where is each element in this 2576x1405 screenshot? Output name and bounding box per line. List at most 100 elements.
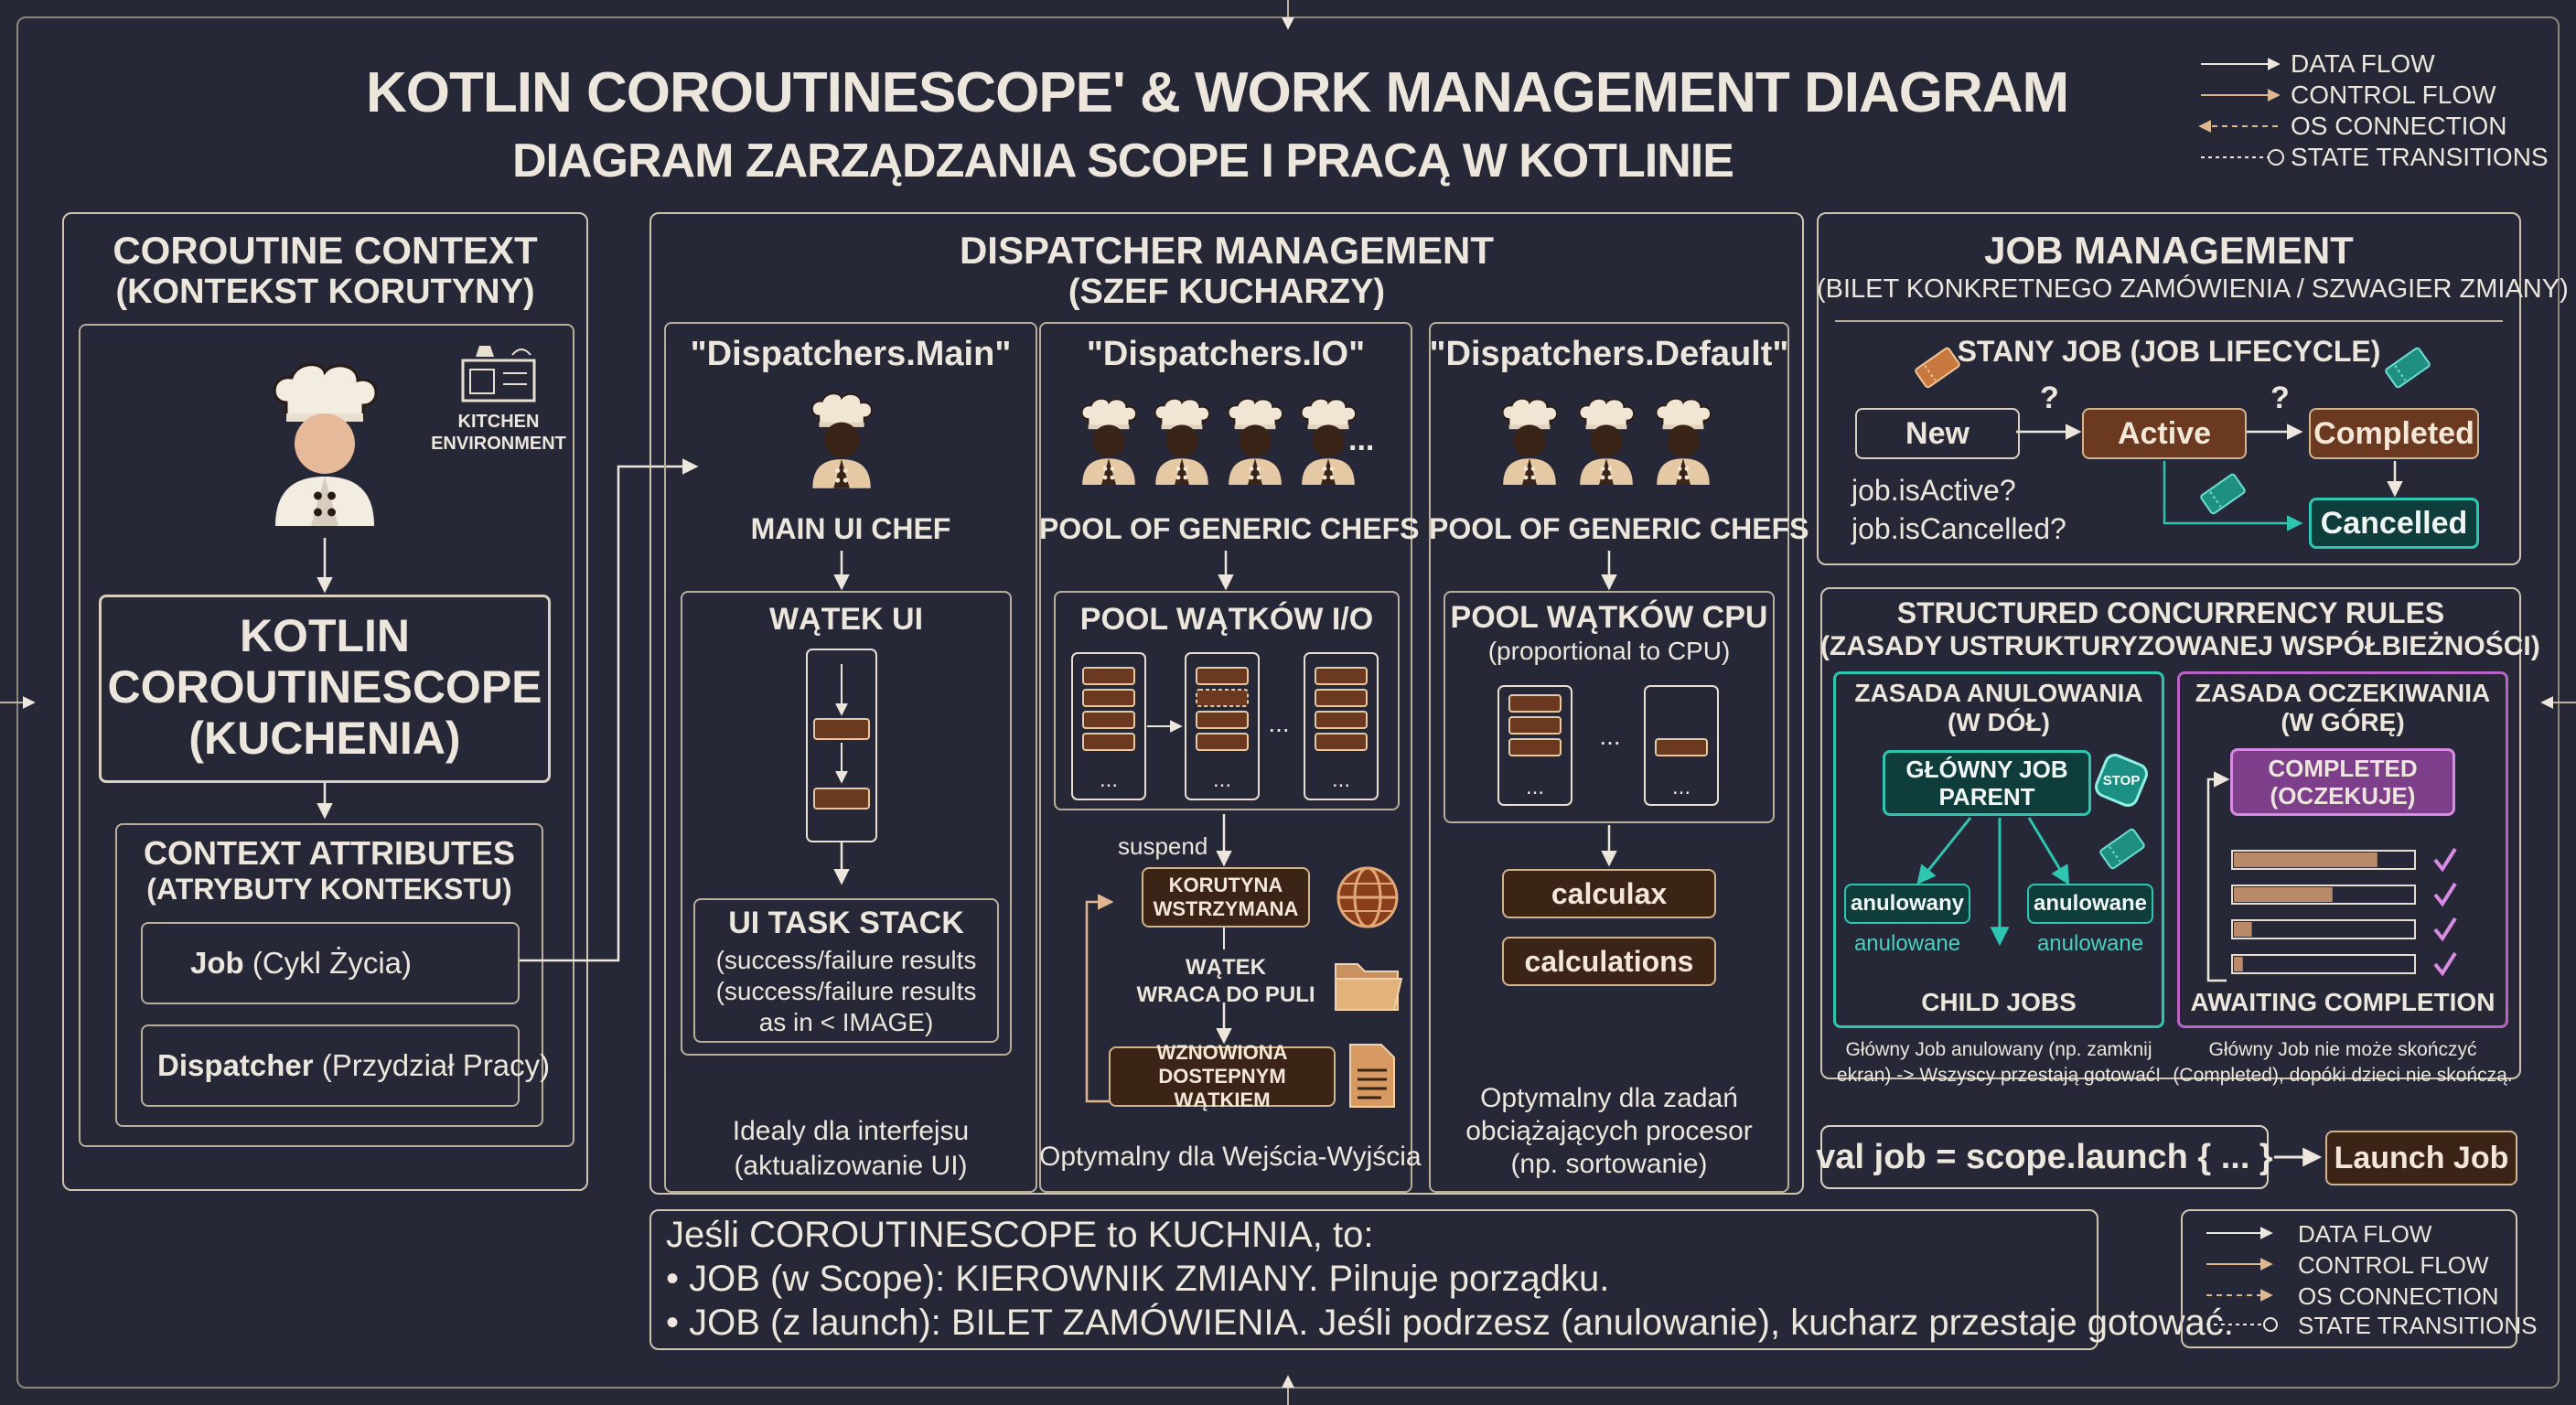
progress-track <box>2231 885 2416 905</box>
job-attribute-rest: (Cykl Życia) <box>243 946 412 980</box>
coroutine-resumed-box: WZNOWIONA DOSTEPNYM WĄTKIEM <box>1109 1041 1336 1111</box>
rules-title: STRUCTURED CONCURRENCY RULES <box>1896 596 2445 629</box>
job-management-panel <box>1817 212 2521 565</box>
parent-job-box: GŁÓWNY JOB PARENT <box>1883 750 2091 816</box>
child-job-4-label: anulowane <box>2036 931 2144 956</box>
cancel-desc-2: ekran) -> Wszyscy przestają gotować! <box>1836 1065 2162 1086</box>
cancel-desc-1: Główny Job anulowany (np. zamknij <box>1845 1039 2152 1060</box>
context-arrows <box>317 538 333 820</box>
cancellation-arrows <box>1916 817 2070 947</box>
cpu-pool-box <box>1444 591 1775 823</box>
suspended-line-1: KORUTYNA <box>1168 874 1283 896</box>
state-active-label: Active <box>2117 415 2212 451</box>
state-cancelled: Cancelled <box>2309 498 2479 549</box>
svg-text:...: ... <box>1526 775 1544 799</box>
completed-line-1: COMPLETED <box>2268 755 2418 782</box>
dispatchers-default-column <box>1429 322 1789 1193</box>
coroutine-suspended-box: KORUTYNA WSTRZYMANA <box>1142 867 1310 928</box>
svg-text:...: ... <box>1599 722 1620 750</box>
suspend-label: suspend <box>1118 832 1208 860</box>
summary-box <box>649 1209 2098 1350</box>
context-subtitle: (KONTEKST KORUTYNY) <box>115 273 535 311</box>
check-icon <box>2433 882 2457 907</box>
parent-line-1: GŁÓWNY JOB <box>1905 756 2068 783</box>
waiting-rule-box <box>2177 671 2508 1028</box>
document-icon <box>1349 1044 1395 1108</box>
io-chef-icon-1 <box>1072 395 1145 487</box>
io-chef-icon-3 <box>1218 395 1292 487</box>
ui-task-stack-line-1: (success/failure results <box>715 946 977 974</box>
state-completed: Completed <box>2309 408 2479 459</box>
progress-track <box>2231 954 2416 974</box>
ticket-icon-teal-1 <box>2385 347 2431 389</box>
legend-bottom-state-transitions: STATE TRANSITIONS <box>2298 1312 2538 1339</box>
attributes-title: CONTEXT ATTRIBUTES <box>144 834 515 872</box>
wait-title-1: ZASADA OCZEKIWANIA <box>2195 679 2491 707</box>
awaiting-label: AWAITING COMPLETION <box>2190 988 2496 1016</box>
wait-title-2: (W GÓRĘ) <box>2281 708 2405 736</box>
progress-fill <box>2234 887 2333 902</box>
parent-line-2: PARENT <box>1938 783 2035 810</box>
legend-bottom-control-flow: CONTROL FLOW <box>2298 1251 2489 1279</box>
io-desc: Optymalny dla Wejścia-Wyjścia <box>1039 1142 1422 1172</box>
main-arrow-1 <box>833 551 850 591</box>
legend-top-os-connection: OS CONNECTION <box>2291 112 2507 140</box>
ticket-icon-brown <box>1915 347 1960 389</box>
default-chef-icon-3 <box>1647 395 1720 487</box>
dispatcher-attribute-label: Dispatcher (Przydział Pracy) <box>157 1048 550 1083</box>
globe-icon <box>1336 866 1399 928</box>
summary-line-1: Jeśli COROUTINESCOPE to KUCHNIA, to: <box>666 1215 1374 1255</box>
job-subtitle: (BILET KONKRETNEGO ZAMÓWIENIA / SZWAGIER… <box>1817 274 2569 304</box>
default-desc-1: Optymalny dla zadań <box>1480 1083 1738 1113</box>
kitchen-icon <box>461 346 536 402</box>
thread-returns-line-2: WRACA DO PULI <box>1136 982 1315 1007</box>
completed-line-2: (OCZEKUJE) <box>2270 782 2416 810</box>
dispatchers-io-column <box>1039 322 1412 1193</box>
attributes-subtitle: (ATRYBUTY KONTEKSTU) <box>146 873 512 906</box>
wait-desc-2: (Completed), dopóki dzieci nie skończą. <box>2173 1065 2513 1086</box>
child-job-1-label: anulowany <box>1850 891 1965 916</box>
dispatcher-management-panel <box>649 212 1804 1195</box>
kitchen-label-1: KITCHEN <box>457 412 540 432</box>
default-desc-2: obciążających procesor <box>1465 1116 1753 1146</box>
ticket-icon-teal-3 <box>2099 828 2145 870</box>
dispatcher-attribute: Dispatcher (Przydział Pracy) <box>141 1024 550 1107</box>
legend-top-state-transitions: STATE TRANSITIONS <box>2291 143 2549 171</box>
job-is-active: job.isActive? <box>1852 474 2016 507</box>
coroutinescope-box <box>99 595 551 783</box>
ui-thread-diagram <box>806 649 877 885</box>
dispatchers-main-column <box>664 322 1037 1193</box>
default-chef-icon-1 <box>1493 395 1566 487</box>
calculax-box: calculax <box>1502 869 1716 918</box>
launch-arrow <box>2274 1147 2323 1167</box>
launch-job-button[interactable]: Launch Job <box>2325 1131 2517 1185</box>
check-icon <box>2433 847 2457 873</box>
cpu-pool-sub: (proportional to CPU) <box>1487 637 1731 665</box>
launch-code-label: val job = scope.launch { ... } <box>1816 1137 2273 1176</box>
lifecycle-question-1: ? <box>2040 381 2059 415</box>
legend-bottom-data-flow: DATA FLOW <box>2298 1220 2432 1248</box>
main-chef-label: MAIN UI CHEF <box>750 512 951 545</box>
cpu-pool-diagram: ... ... ... <box>1497 685 1719 806</box>
lifecycle-question-2: ? <box>2270 381 2290 415</box>
ui-thread-box <box>681 591 1012 1056</box>
job-attribute-bold: Job <box>190 946 244 980</box>
calc2-label: calculations <box>1524 944 1694 978</box>
job-attribute-label: Job (Cykl Życia) <box>190 946 412 981</box>
job-divider <box>1835 320 2503 322</box>
default-desc-3: (np. sortowanie) <box>1510 1149 1708 1179</box>
cancel-title-2: (W DÓŁ) <box>1948 708 2050 736</box>
suspended-line-2: WSTRZYMANA <box>1153 897 1299 920</box>
legend-top-data-flow: DATA FLOW <box>2291 49 2435 78</box>
progress-track <box>2231 850 2416 870</box>
child-job-2-label: anulowane <box>2033 891 2148 916</box>
legend-top-control-flow: CONTROL FLOW <box>2291 80 2496 109</box>
progress-fill <box>2234 922 2252 937</box>
child-job-1: anulowany <box>1844 884 1970 924</box>
check-icon <box>2433 917 2457 942</box>
ui-thread-label: WĄTEK UI <box>768 602 924 637</box>
state-completed-label: Completed <box>2313 415 2474 451</box>
job-attribute: Job (Cykl Życia) <box>141 922 520 1004</box>
ui-task-stack-box <box>693 898 999 1043</box>
